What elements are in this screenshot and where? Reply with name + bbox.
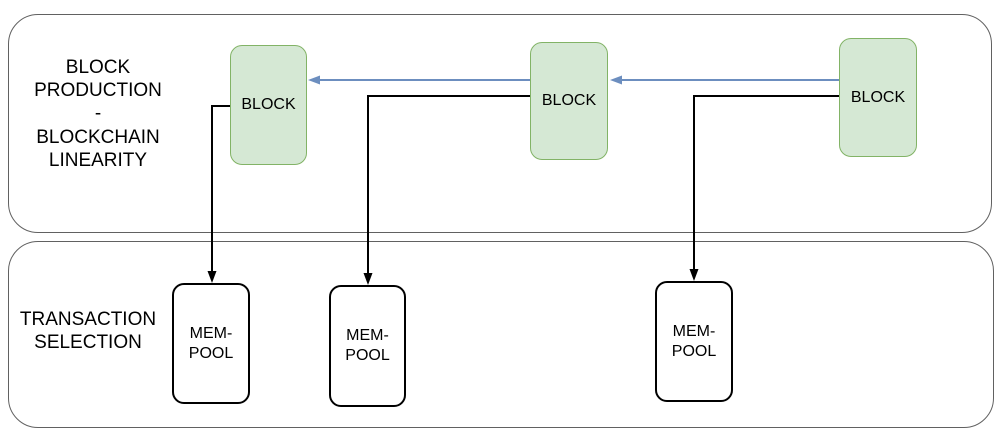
block-node-2: BLOCK (530, 42, 608, 160)
block-node-3: BLOCK (839, 38, 917, 157)
mempool-node-3: MEM- POOL (655, 281, 733, 402)
lane-label-transaction-selection: TRANSACTION SELECTION (19, 309, 157, 354)
block-node-1: BLOCK (230, 45, 307, 165)
mempool-node-2: MEM- POOL (329, 285, 406, 407)
lane-label-block-production: BLOCK PRODUCTION - BLOCKCHAIN LINEARITY (34, 57, 162, 171)
mempool-node-1: MEM- POOL (172, 283, 250, 404)
